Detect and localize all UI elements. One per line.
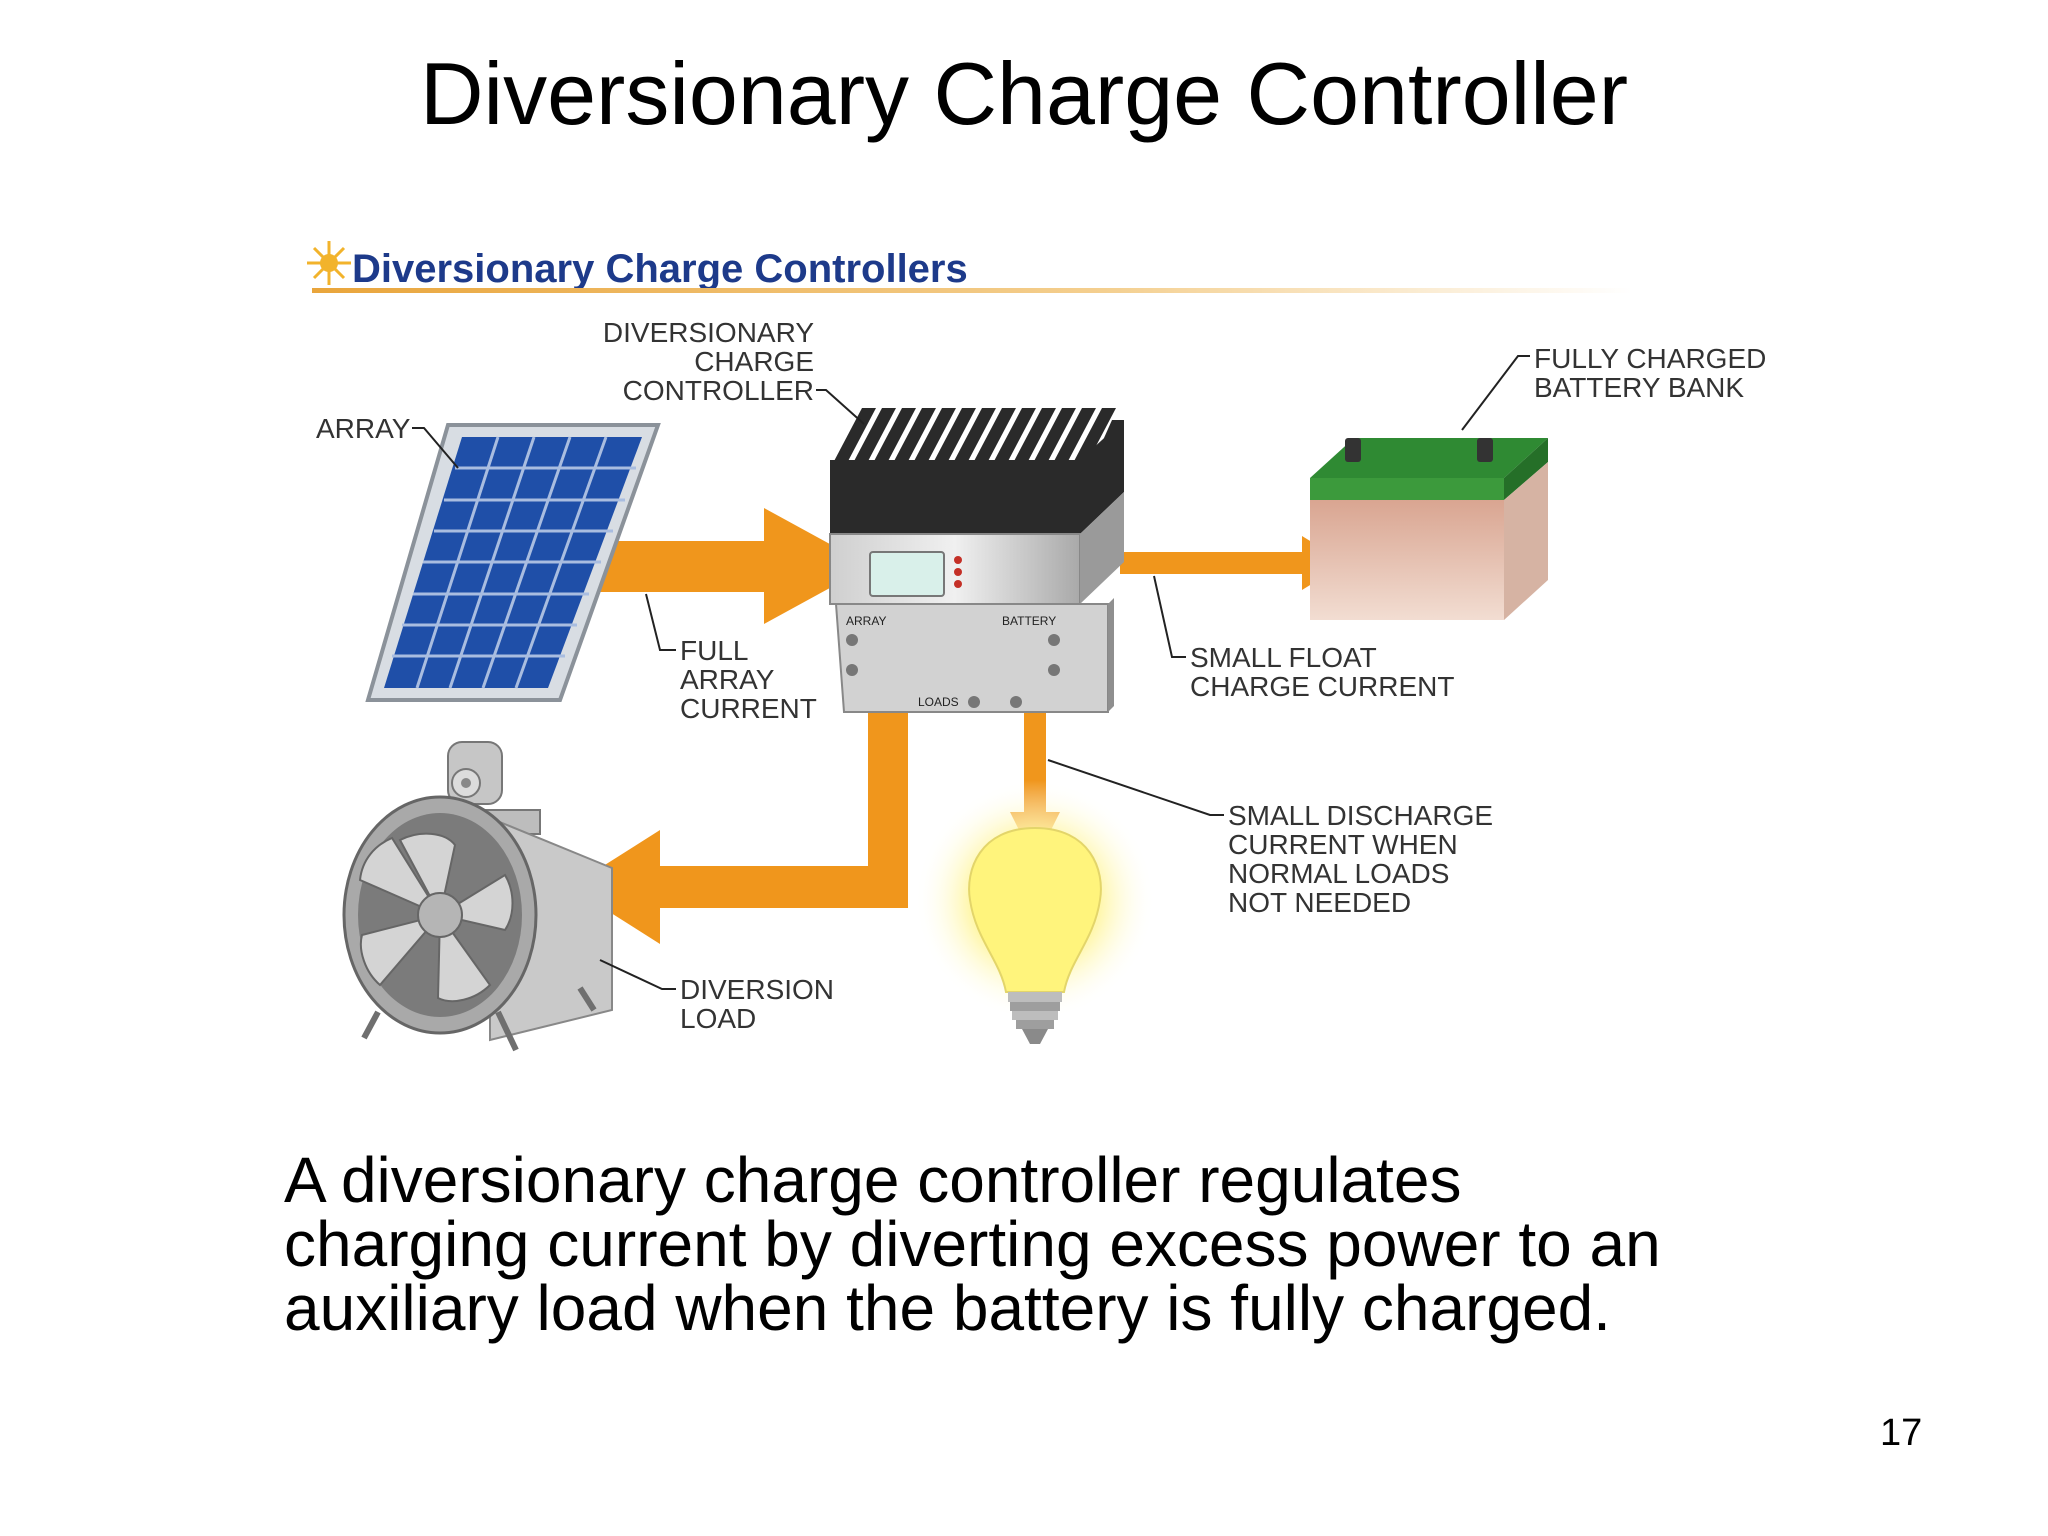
terminal-screw [846,634,858,646]
status-led [954,580,962,588]
svg-text:SMALL DISCHARGE: SMALL DISCHARGE [1228,800,1493,831]
svg-text:FULL: FULL [680,635,748,666]
banner-underline [312,288,1632,293]
label-float-current: SMALL FLOAT CHARGE CURRENT [1153,575,1454,702]
label-controller: DIVERSIONARY CHARGE CONTROLLER [603,317,865,425]
svg-text:ARRAY: ARRAY [680,664,775,695]
terminal-screw [1048,664,1060,676]
controller-to-battery-arrow [1120,536,1346,590]
charge-controller: ARRAY BATTERY LOADS [829,408,1124,713]
terminal-screw [1010,696,1022,708]
svg-text:FULLY CHARGED: FULLY CHARGED [1534,343,1766,374]
label-discharge-current: SMALL DISCHARGE CURRENT WHEN NORMAL LOAD… [1047,759,1493,918]
svg-text:CHARGE CURRENT: CHARGE CURRENT [1190,671,1454,702]
negative-terminal [1477,438,1493,462]
terminal-panel: ARRAY BATTERY LOADS [834,598,1114,713]
svg-text:LOAD: LOAD [680,1003,756,1034]
solar-array [365,423,661,702]
label-diversion-load: DIVERSION LOAD [599,959,834,1034]
terminal-screw [1048,634,1060,646]
svg-text:CHARGE: CHARGE [694,346,814,377]
leader-line [412,427,459,469]
status-led [954,556,962,564]
diversion-load-fan [342,741,613,1052]
controller-to-diversion-arrow [570,712,908,944]
svg-text:CONTROLLER: CONTROLLER [623,375,814,406]
label-battery-bank: FULLY CHARGED BATTERY BANK [1461,343,1766,431]
svg-text:DIVERSIONARY: DIVERSIONARY [603,317,814,348]
leader-line [645,593,676,651]
page-number: 17 [1880,1412,1923,1454]
svg-text:SMALL FLOAT: SMALL FLOAT [1190,642,1377,673]
body-line: auxiliary load when the battery is fully… [284,1272,1611,1344]
slide-title: Diversionary Charge Controller [419,44,1629,143]
status-led [954,568,962,576]
diagram-banner: Diversionary Charge Controllers [307,241,1632,293]
sun-icon [307,241,351,285]
svg-text:BATTERY BANK: BATTERY BANK [1534,372,1744,403]
body-line: charging current by diverting excess pow… [284,1208,1661,1280]
positive-terminal [1345,438,1361,462]
terminal-screw [846,664,858,676]
svg-text:NORMAL LOADS: NORMAL LOADS [1228,858,1449,889]
svg-text:NOT NEEDED: NOT NEEDED [1228,887,1411,918]
leader-line [599,959,676,990]
svg-text:CURRENT WHEN: CURRENT WHEN [1228,829,1458,860]
slide-body: A diversionary charge controller regulat… [284,1148,1844,1340]
svg-text:CURRENT: CURRENT [680,693,817,724]
light-bulb [915,780,1155,1044]
leader-line [1461,355,1530,431]
battery-bank [1310,438,1548,620]
panel-label-loads: LOADS [918,695,959,709]
leader-line [1047,759,1224,816]
svg-text:ARRAY: ARRAY [316,413,411,444]
array-to-controller-arrow [582,508,870,624]
svg-text:DIVERSION: DIVERSION [680,974,834,1005]
terminal-screw [968,696,980,708]
heatsink [830,408,1124,534]
controller-display [869,551,945,597]
label-full-array-current: FULL ARRAY CURRENT [645,593,817,724]
panel-label-battery: BATTERY [1002,614,1056,628]
leader-line [1153,575,1186,658]
leader-line [816,389,865,425]
body-line: A diversionary charge controller regulat… [284,1144,1462,1216]
label-array: ARRAY [316,413,459,469]
banner-title: Diversionary Charge Controllers [352,247,968,291]
panel-label-array: ARRAY [846,614,886,628]
